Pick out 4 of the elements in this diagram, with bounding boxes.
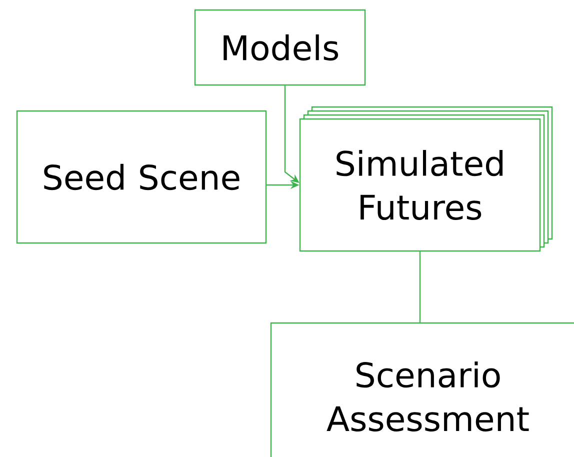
process-box: Scenario Assessment: [270, 322, 574, 457]
process-box: Models: [194, 9, 366, 86]
process-box: Seed Scene: [16, 110, 267, 244]
stacked-box: Simulated Futures: [299, 106, 553, 252]
